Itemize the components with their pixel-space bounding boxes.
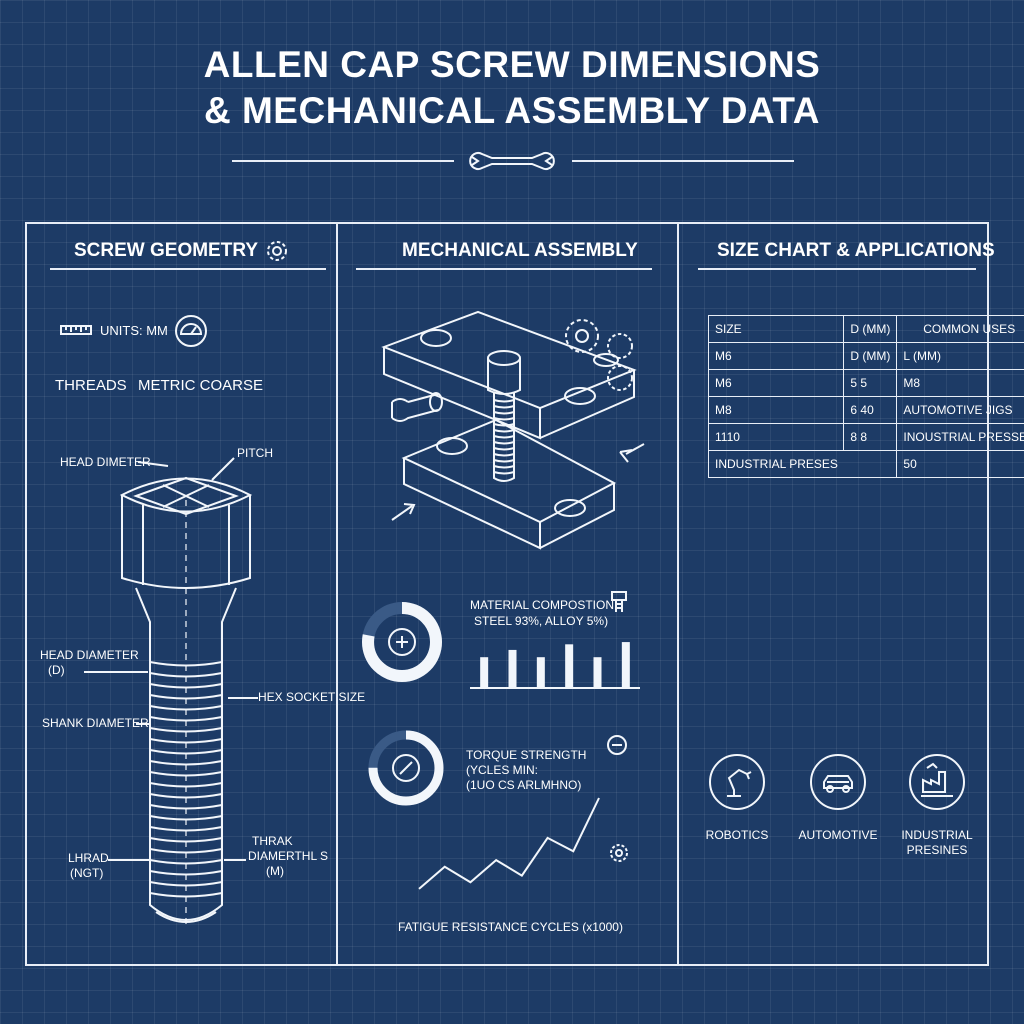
- label-thrak-diameter: DIAMERTHL S: [248, 849, 329, 863]
- gear-small-icon: [610, 844, 628, 862]
- label-head-diameter-d-suffix: (D): [48, 663, 65, 677]
- table-cell: SIZE: [707, 315, 845, 343]
- title-divider-right: [572, 160, 794, 162]
- material-bar: [621, 642, 630, 688]
- torque-line-3: (1UO CS ARLMHNO): [466, 778, 582, 792]
- app-label: INDUSTRIAL PRESINES: [901, 828, 973, 857]
- panel-divider-1: [336, 222, 338, 966]
- ruler-icon: [60, 325, 92, 335]
- app-label: AUTOMOTIVE: [798, 828, 878, 842]
- title-line-1: ALLEN CAP SCREW DIMENSIONS: [203, 44, 821, 85]
- table-cell: INOUSTRIAL PRESSES: [896, 423, 1024, 451]
- material-bar: [565, 644, 574, 688]
- panel-divider-2: [677, 222, 679, 966]
- geometry-title: SCREW GEOMETRY: [74, 240, 259, 261]
- robot-arm-icon: [709, 754, 765, 810]
- minus-circle-icon: [607, 735, 627, 755]
- title-divider-left: [232, 160, 454, 162]
- material-bar: [508, 649, 517, 688]
- table-cell: 1110: [707, 423, 845, 451]
- label-head-diameter-d: HEAD DIAMETER: [40, 648, 139, 662]
- protractor-icon: [175, 315, 207, 347]
- table-cell: D (MM): [843, 315, 898, 343]
- table-cell: COMMON USES: [896, 315, 1024, 343]
- app-label: ROBOTICS: [705, 828, 769, 842]
- table-cell: [843, 450, 898, 478]
- fatigue-label: FATIGUE RESISTANCE CYCLES (x1000): [398, 920, 623, 934]
- label-head-diameter-top: HEAD DIMETER: [60, 455, 151, 469]
- table-cell: M6: [707, 369, 845, 397]
- material-bar: [480, 657, 489, 688]
- table-cell: M6: [707, 342, 845, 370]
- table-row: INDUSTRIAL PRESES 50: [707, 450, 1024, 478]
- table-cell: 8 8: [843, 423, 898, 451]
- threads-value: METRIC COARSE: [138, 377, 264, 394]
- panels-frame: [25, 222, 989, 966]
- table-cell: M8: [707, 396, 845, 424]
- threads-label: THREADS: [55, 377, 127, 394]
- units-label: UNITS: MM: [100, 323, 168, 338]
- table-cell: 50: [896, 450, 1024, 478]
- assembly-title: MECHANICAL ASSEMBLY: [402, 240, 638, 261]
- car-icon: [810, 754, 866, 810]
- title-line-2: & MECHANICAL ASSEMBLY DATA: [203, 90, 820, 131]
- gear-icon: [267, 241, 287, 261]
- table-cell: AUTOMOTIVE JIGS: [896, 396, 1024, 424]
- torque-line-2: (YCLES MIN:: [466, 763, 539, 777]
- table-cell: D (MM): [843, 342, 898, 370]
- material-ring-chart: [362, 602, 442, 682]
- fatigue-line: [418, 797, 600, 890]
- assembly-drawing: [381, 310, 645, 550]
- table-cell: 5 5: [843, 369, 898, 397]
- sizechart-title-underline: [698, 268, 976, 270]
- assembly-title-underline: [356, 268, 652, 270]
- label-lhrad: LHRAD: [68, 851, 109, 865]
- label-lhrad-suffix: (NGT): [70, 866, 104, 880]
- material-title: MATERIAL COMPOSTION:: [470, 598, 618, 612]
- label-thrak: THRAK: [252, 834, 293, 848]
- screw-drawing: [84, 457, 258, 925]
- label-thrak-unit: (M): [266, 864, 284, 878]
- label-pitch: PITCH: [237, 446, 273, 460]
- fatigue-line-chart: [418, 797, 600, 890]
- label-hex-socket: HEX SOCKET SIZE: [258, 690, 366, 704]
- small-bolt-icon: [611, 591, 627, 612]
- label-shank-diameter: SHANK DIAMETER: [42, 716, 149, 730]
- table-cell: M8: [896, 369, 1024, 397]
- material-bar: [536, 657, 545, 688]
- torque-ring-chart: [368, 730, 444, 806]
- material-bar-chart: [470, 642, 640, 689]
- material-values: STEEL 93%, ALLOY 5%): [474, 614, 609, 628]
- table-cell: L (MM): [896, 342, 1024, 370]
- page-title: ALLEN CAP SCREW DIMENSIONS & MECHANICAL …: [0, 42, 1024, 134]
- material-bar: [593, 657, 602, 688]
- table-cell: INDUSTRIAL PRESES: [707, 450, 844, 478]
- sizechart-title: SIZE CHART & APPLICATIONS: [717, 240, 995, 261]
- wrench-icon: [469, 152, 555, 170]
- factory-icon: [909, 754, 965, 810]
- geometry-title-underline: [50, 268, 326, 270]
- torque-line-1: TORQUE STRENGTH: [466, 748, 587, 762]
- table-cell: 6 40: [843, 396, 898, 424]
